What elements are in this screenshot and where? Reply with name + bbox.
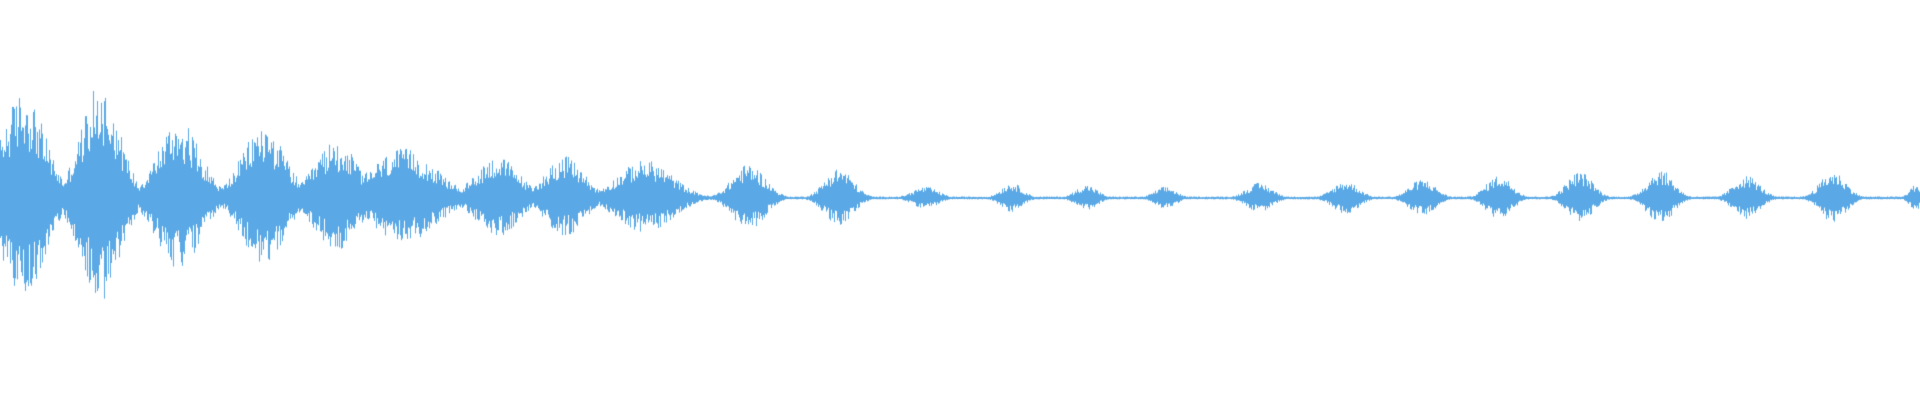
audio-waveform[interactable] — [0, 0, 1920, 400]
